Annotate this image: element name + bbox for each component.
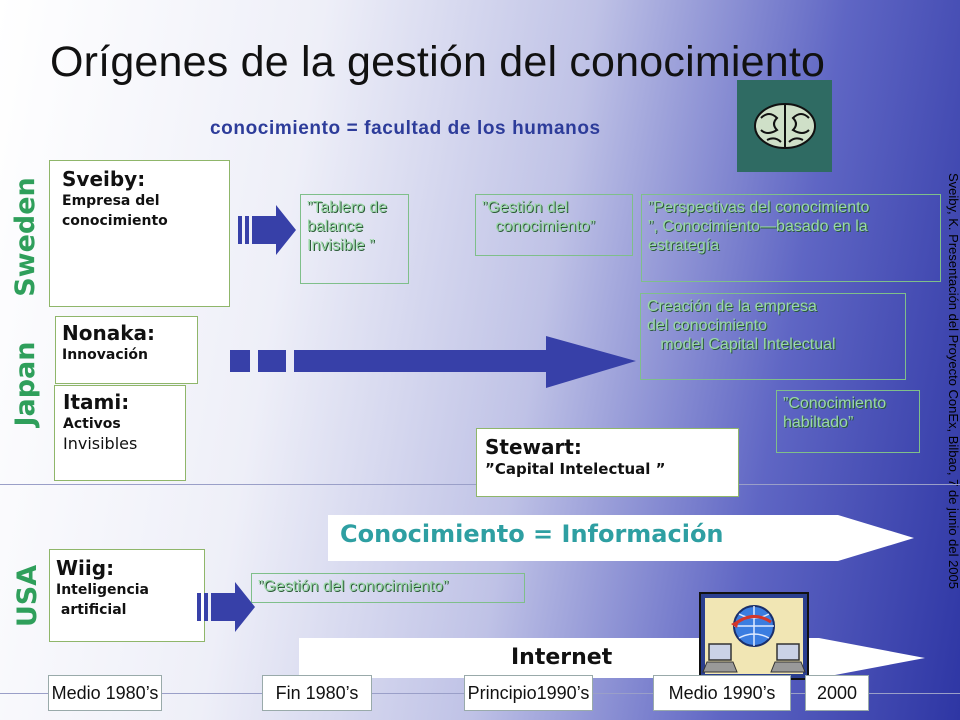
timeline-medio-1990s: Medio 1990’s — [653, 675, 791, 711]
side-reference: Sveiby, K. Presentación del Proyecto Con… — [946, 172, 960, 589]
region-usa: USA — [12, 564, 43, 628]
person-sveiby-name: Sveiby: — [62, 167, 146, 191]
banner-informacion: Conocimiento = Información — [340, 520, 724, 548]
person-stewart-name: Stewart: — [485, 435, 582, 459]
person-wiig-line1: Inteligencia — [56, 582, 149, 598]
slide-subtitle: conocimiento = facultad de los humanos — [210, 118, 601, 139]
banner-internet-shape — [299, 638, 925, 678]
person-itami-name: Itami: — [63, 390, 130, 414]
concept-habilitado: ”Conocimiento habiltado” — [776, 390, 920, 453]
person-sveiby-line1: Empresa del — [62, 193, 160, 209]
person-wiig-name: Wiig: — [56, 556, 115, 580]
timeline-principio-1990s: Principio1990’s — [464, 675, 593, 711]
person-stewart-line1: ”Capital Intelectual ” — [485, 460, 666, 478]
banner-internet: Internet — [511, 645, 613, 670]
person-sveiby-line2: conocimiento — [62, 213, 168, 229]
person-itami-line1: Activos — [63, 416, 121, 432]
person-wiig: Wiig: Inteligencia artificial — [49, 549, 205, 642]
person-sveiby: Sveiby: Empresa del conocimiento — [49, 160, 230, 307]
person-nonaka-line1: Innovación — [62, 347, 149, 363]
timeline-fin-1980s: Fin 1980’s — [262, 675, 372, 711]
concept-tablero: ”Tablero de balance Invisible ” — [300, 194, 409, 284]
brain-icon — [737, 80, 832, 172]
person-nonaka: Nonaka: Innovación — [55, 316, 198, 384]
arrow-usa — [197, 582, 255, 632]
arrow-japan — [230, 336, 636, 388]
person-stewart: Stewart: ”Capital Intelectual ” — [476, 428, 739, 497]
concept-creacion: Creación de la empresa del conocimiento … — [640, 293, 906, 380]
region-japan: Japan — [10, 341, 41, 427]
arrow-sweden — [238, 205, 296, 255]
person-itami: Itami: Activos Invisibles — [54, 385, 186, 481]
person-nonaka-name: Nonaka: — [62, 321, 156, 345]
timeline-medio-1980s: Medio 1980’s — [48, 675, 162, 711]
region-sweden: Sweden — [10, 177, 41, 297]
person-itami-line2: Invisibles — [63, 434, 138, 453]
slide-title: Orígenes de la gestión del conocimiento — [50, 38, 826, 86]
concept-gestion-sweden: ”Gestión del conocimiento” — [475, 194, 633, 256]
network-computers-icon — [699, 592, 809, 680]
concept-perspectivas: ”Perspectivas del conocimiento ”, Conoci… — [641, 194, 941, 282]
person-wiig-line2: artificial — [56, 602, 127, 618]
concept-gestion-usa: ”Gestión del conocimiento” — [251, 573, 525, 603]
timeline-2000: 2000 — [805, 675, 869, 711]
banner-informacion-shape — [328, 515, 914, 561]
